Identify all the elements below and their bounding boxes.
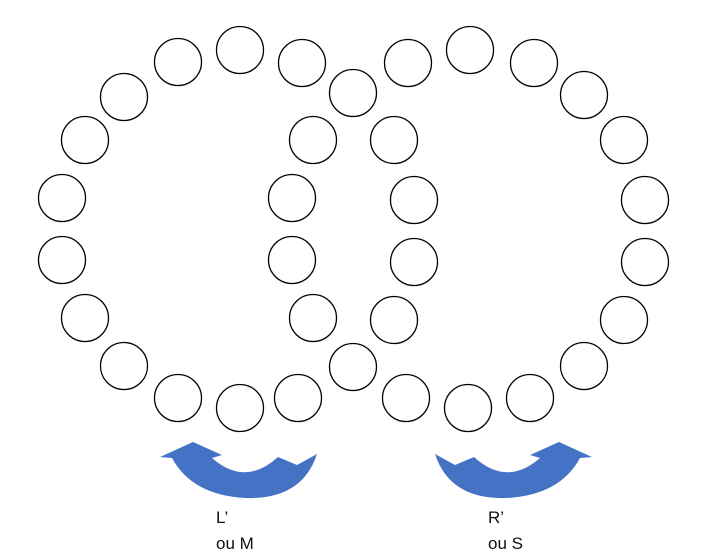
left-rotation-arrow bbox=[160, 442, 317, 499]
slot-circle bbox=[559, 70, 609, 120]
slot-circle bbox=[509, 38, 559, 88]
slot-circle bbox=[60, 293, 110, 343]
slot-circle bbox=[328, 342, 378, 392]
slot-circle bbox=[443, 383, 493, 433]
slot-circle bbox=[369, 115, 419, 165]
left-move-notation: L’ bbox=[216, 508, 229, 527]
slot-circle bbox=[273, 373, 323, 423]
slot-circle bbox=[559, 341, 609, 391]
slot-circle bbox=[277, 38, 327, 88]
slot-circle bbox=[389, 237, 439, 287]
slot-circles bbox=[37, 25, 670, 433]
slot-circle bbox=[599, 115, 649, 165]
slot-circle bbox=[153, 37, 203, 87]
slot-circle bbox=[288, 115, 338, 165]
right-move-alt-notation: ou S bbox=[488, 534, 523, 553]
slot-circle bbox=[445, 25, 495, 75]
slot-circle bbox=[99, 72, 149, 122]
slot-circle bbox=[99, 341, 149, 391]
slot-circle bbox=[267, 235, 317, 285]
slot-circle bbox=[381, 373, 431, 423]
slot-circle bbox=[620, 175, 670, 225]
slot-circle bbox=[60, 115, 110, 165]
slot-circle bbox=[37, 173, 87, 223]
slot-circle bbox=[267, 173, 317, 223]
slot-circle bbox=[389, 175, 439, 225]
slot-circle bbox=[369, 295, 419, 345]
slot-circle bbox=[328, 68, 378, 118]
left-move-label: L’ ou M bbox=[216, 505, 254, 557]
slot-circle bbox=[620, 237, 670, 287]
right-move-notation: R’ bbox=[488, 508, 505, 527]
slot-circle bbox=[383, 38, 433, 88]
slot-circle bbox=[215, 25, 265, 75]
slot-circle bbox=[153, 373, 203, 423]
slot-circle bbox=[288, 293, 338, 343]
slot-circle bbox=[505, 373, 555, 423]
right-move-label: R’ ou S bbox=[488, 505, 523, 557]
slot-circle bbox=[37, 235, 87, 285]
left-move-alt-notation: ou M bbox=[216, 534, 254, 553]
slot-circle bbox=[215, 383, 265, 433]
slot-circle bbox=[599, 295, 649, 345]
right-rotation-arrow bbox=[435, 442, 592, 499]
